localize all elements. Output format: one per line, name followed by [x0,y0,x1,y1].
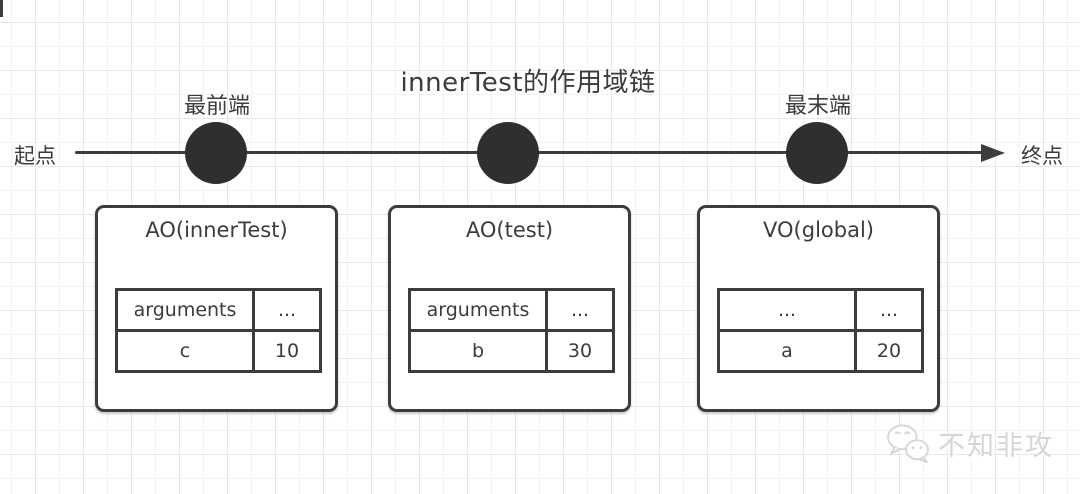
variables-table: arguments ... b 30 [408,288,615,373]
var-name-cell: arguments [408,288,548,332]
variables-table: ... ... a 20 [717,288,924,373]
scope-box-ao-test: AO(test) arguments ... b 30 [388,205,631,412]
var-value-cell: 10 [252,329,322,373]
arrow-head-icon [981,144,1005,162]
end-label: 终点 [1021,144,1063,168]
watermark-text: 不知非攻 [938,430,1054,462]
stray-mark [0,0,3,17]
variables-table: arguments ... c 10 [115,288,322,373]
scope-box-title: AO(innerTest) [145,218,288,242]
chain-node-dot [786,122,848,184]
var-value-cell: 30 [545,329,615,373]
watermark: 不知非攻 [885,423,1054,463]
var-name-cell: a [717,329,857,373]
chain-node-dot [477,122,539,184]
table-row: b 30 [408,329,615,373]
table-row: c 10 [115,329,322,373]
table-row: arguments ... [408,288,615,332]
wechat-icon [885,423,931,463]
var-value-cell: ... [545,288,615,332]
scope-box-vo-global: VO(global) ... ... a 20 [697,205,940,412]
scope-box-title: VO(global) [763,218,874,242]
var-name-cell: ... [717,288,857,332]
table-row: a 20 [717,329,924,373]
scope-box-ao-innertest: AO(innerTest) arguments ... c 10 [95,205,338,412]
var-value-cell: ... [252,288,322,332]
table-row: arguments ... [115,288,322,332]
table-row: ... ... [717,288,924,332]
tail-node-label: 最末端 [784,94,852,119]
var-value-cell: ... [854,288,924,332]
start-label: 起点 [14,144,56,168]
chain-node-dot [185,122,247,184]
var-name-cell: arguments [115,288,255,332]
var-value-cell: 20 [854,329,924,373]
front-node-label: 最前端 [183,94,251,119]
var-name-cell: c [115,329,255,373]
scope-box-title: AO(test) [465,218,554,242]
var-name-cell: b [408,329,548,373]
diagram-title: innerTest的作用域链 [400,68,656,98]
